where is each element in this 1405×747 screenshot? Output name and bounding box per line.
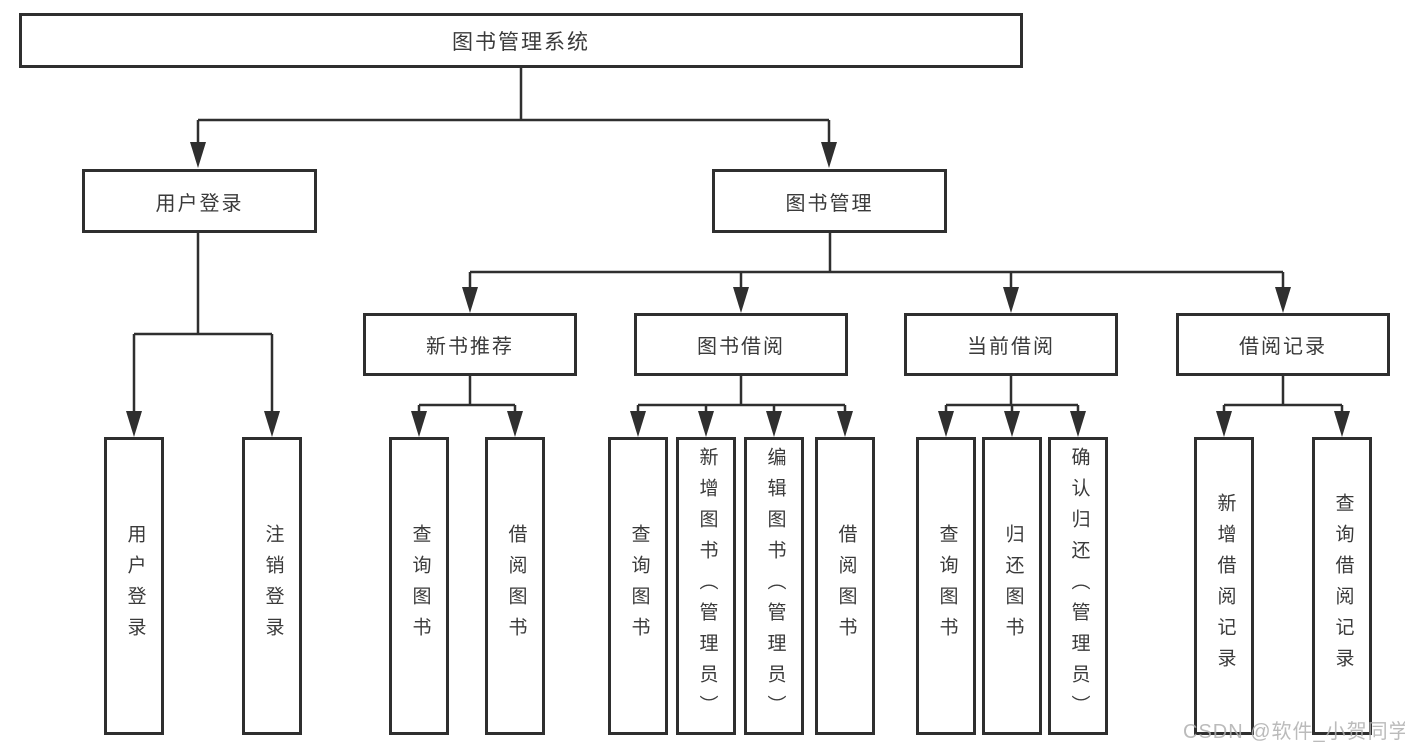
arrow-down-icon	[821, 142, 837, 168]
node-label: 新增图书（管理员）	[696, 446, 718, 726]
node-label: 图书借阅	[697, 336, 785, 358]
node-library-system: 图书管理系统	[19, 13, 1023, 68]
arrow-down-icon	[766, 411, 782, 437]
node-book-borrowing: 图书借阅	[634, 313, 848, 376]
node-borrowing-records: 借阅记录	[1176, 313, 1390, 376]
node-label: 借阅图书	[505, 524, 527, 648]
arrow-down-icon	[938, 411, 954, 437]
arrow-down-icon	[1003, 287, 1019, 313]
node-book-management: 图书管理	[712, 169, 947, 233]
node-label: 新增借阅记录	[1214, 493, 1236, 679]
leaf-borrow-books-recommend: 借阅图书	[485, 437, 545, 735]
node-label: 查询图书	[628, 524, 650, 648]
leaf-query-books-current: 查询图书	[916, 437, 976, 735]
leaf-edit-book-admin: 编辑图书（管理员）	[744, 437, 804, 735]
arrow-down-icon	[1004, 411, 1020, 437]
arrow-down-icon	[190, 142, 206, 168]
arrow-down-icon	[698, 411, 714, 437]
node-label: 编辑图书（管理员）	[764, 446, 786, 726]
node-label: 借阅记录	[1239, 336, 1327, 358]
leaf-return-book: 归还图书	[982, 437, 1042, 735]
node-label: 用户登录	[155, 192, 244, 215]
node-label: 注销登录	[262, 524, 284, 648]
arrow-down-icon	[462, 287, 478, 313]
arrow-down-icon	[733, 287, 749, 313]
node-new-book-recommend: 新书推荐	[363, 313, 577, 376]
leaf-query-books-recommend: 查询图书	[389, 437, 449, 735]
node-label: 查询借阅记录	[1332, 493, 1354, 679]
leaf-query-borrow-record: 查询借阅记录	[1312, 437, 1372, 735]
leaf-logout: 注销登录	[242, 437, 302, 735]
leaf-query-books-borrow: 查询图书	[608, 437, 668, 735]
node-label: 图书管理	[785, 192, 874, 215]
arrow-down-icon	[837, 411, 853, 437]
arrow-down-icon	[126, 411, 142, 437]
leaf-user-login: 用户登录	[104, 437, 164, 735]
node-label: 借阅图书	[835, 524, 857, 648]
leaf-add-borrow-record: 新增借阅记录	[1194, 437, 1254, 735]
node-label: 查询图书	[409, 524, 431, 648]
leaf-confirm-return-admin: 确认归还（管理员）	[1048, 437, 1108, 735]
leaf-add-book-admin: 新增图书（管理员）	[676, 437, 736, 735]
node-user-login: 用户登录	[82, 169, 317, 233]
node-label: 图书管理系统	[452, 30, 590, 54]
node-label: 用户登录	[124, 524, 146, 648]
node-label: 查询图书	[936, 524, 958, 648]
arrow-down-icon	[1334, 411, 1350, 437]
arrow-down-icon	[630, 411, 646, 437]
node-label: 新书推荐	[426, 336, 514, 358]
arrow-down-icon	[411, 411, 427, 437]
connector-lines	[132, 68, 1344, 413]
arrow-down-icon	[1070, 411, 1086, 437]
arrow-down-icon	[507, 411, 523, 437]
arrowheads	[126, 142, 1350, 437]
csdn-watermark: CSDN @软件_小贺同学	[1183, 721, 1405, 743]
arrow-down-icon	[1275, 287, 1291, 313]
leaf-borrow-books: 借阅图书	[815, 437, 875, 735]
node-current-borrowing: 当前借阅	[904, 313, 1118, 376]
node-label: 归还图书	[1002, 524, 1024, 648]
arrow-down-icon	[264, 411, 280, 437]
node-label: 当前借阅	[967, 336, 1055, 358]
arrow-down-icon	[1216, 411, 1232, 437]
node-label: 确认归还（管理员）	[1068, 446, 1090, 726]
